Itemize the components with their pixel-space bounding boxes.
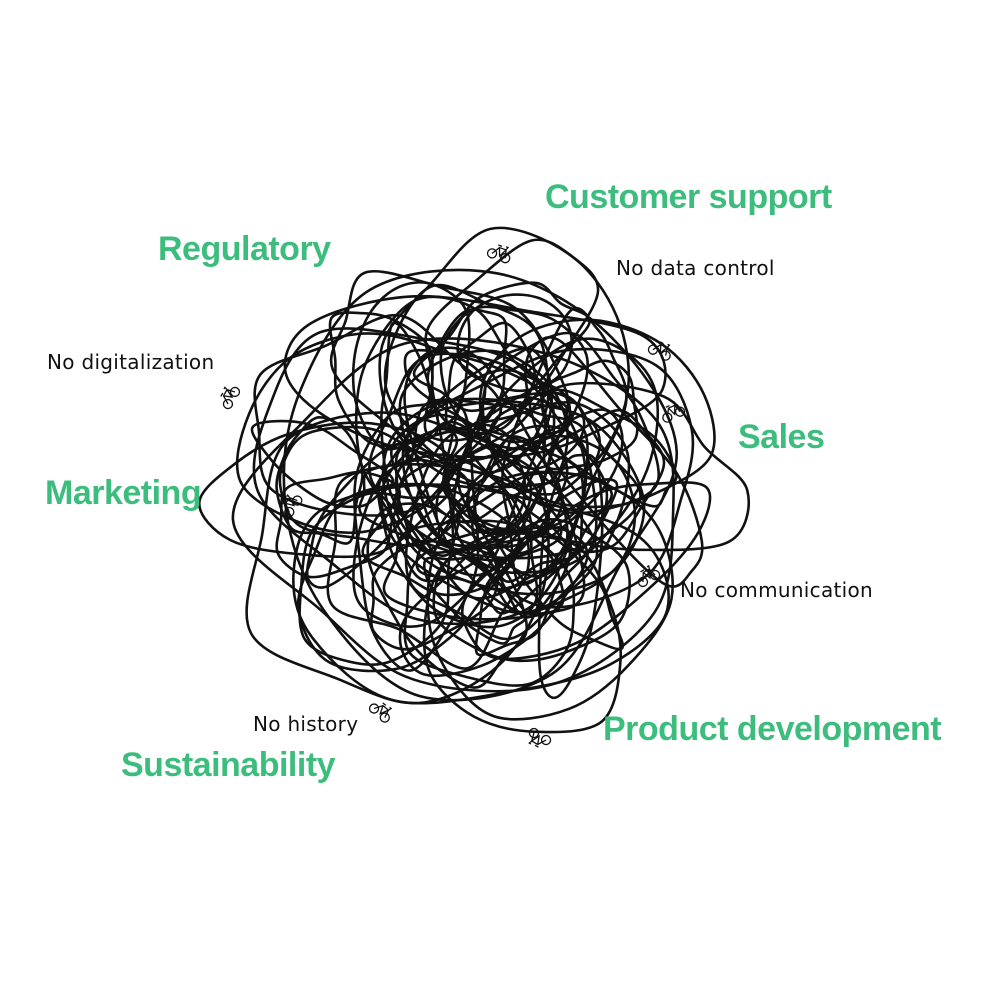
tangle-loop [524,336,704,588]
tangle-loop [282,268,679,702]
label-marketing: Marketing [45,474,202,512]
bicycle-icon [282,493,303,518]
label-customer-support: Customer support [545,178,832,216]
label-no-data-control: No data control [616,256,775,280]
tangle-loop [253,313,503,517]
bicycle-icon [662,401,686,423]
tangle-loop [540,388,678,508]
tangle-loop [381,397,646,596]
bicycle-icon [368,702,393,723]
tangle-loop [444,321,536,435]
tangle-loop [422,529,623,734]
tangle-loop [456,293,574,393]
tangle-loop [412,281,592,413]
bicycle-icon [528,727,552,748]
tangle-loop [298,491,462,666]
tangle-loop [495,515,625,651]
bicycle-icon [647,341,671,361]
tangle-loop [481,331,660,515]
tangle-loop [361,457,521,597]
tangle-loop [231,337,675,693]
tangle-loop [328,311,440,448]
label-sales: Sales [738,418,825,456]
tangle-loop [403,346,586,616]
label-no-digitalization: No digitalization [47,350,215,374]
tangle-loop [474,526,572,657]
label-no-history: No history [253,712,359,736]
label-no-communication: No communication [680,578,874,602]
bicycle-icon [637,564,661,588]
tangle-loop [250,419,395,509]
label-product-development: Product development [603,710,942,748]
label-regulatory: Regulatory [158,230,331,268]
tangle-loop [442,368,570,547]
tangle-loop [403,348,573,444]
tangle-loop [329,270,572,463]
tangle-loop [501,307,628,586]
label-sustainability: Sustainability [121,746,336,784]
tangle-loop [278,425,471,547]
tangle-loop [326,453,531,670]
tangle-loop [456,381,750,552]
bicycle-icon [486,244,511,264]
bicycle-icon [220,386,241,410]
tangle-loop [354,295,556,583]
tangle-loop [380,430,599,615]
tangle-loop [351,281,471,451]
